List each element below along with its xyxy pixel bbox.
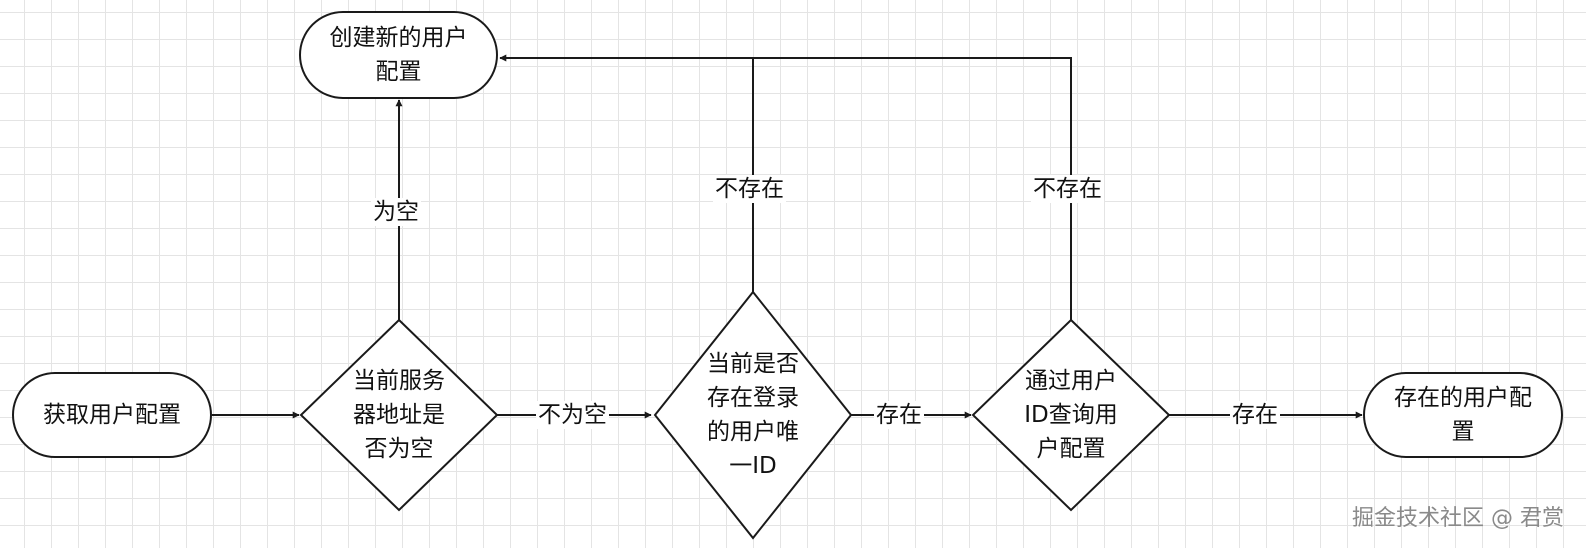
node-check-login-shape [653, 290, 853, 540]
edge-query-to-create [753, 57, 1072, 320]
edge-label-login-not-exist: 不存在 [713, 175, 786, 203]
node-create-shape [299, 11, 498, 99]
edge-label-config-exist: 存在 [1230, 401, 1280, 429]
node-existing-shape [1363, 372, 1563, 458]
edge-label-config-not-exist: 不存在 [1031, 175, 1104, 203]
edge-label-not-empty: 不为空 [536, 401, 609, 429]
node-start-shape [12, 372, 212, 458]
watermark: 掘金技术社区 @ 君赏 [1352, 506, 1564, 531]
edge-label-login-exist: 存在 [874, 401, 924, 429]
node-query-config-shape [971, 318, 1171, 512]
node-check-address-shape [299, 318, 499, 512]
edge-label-empty: 为空 [371, 198, 421, 226]
